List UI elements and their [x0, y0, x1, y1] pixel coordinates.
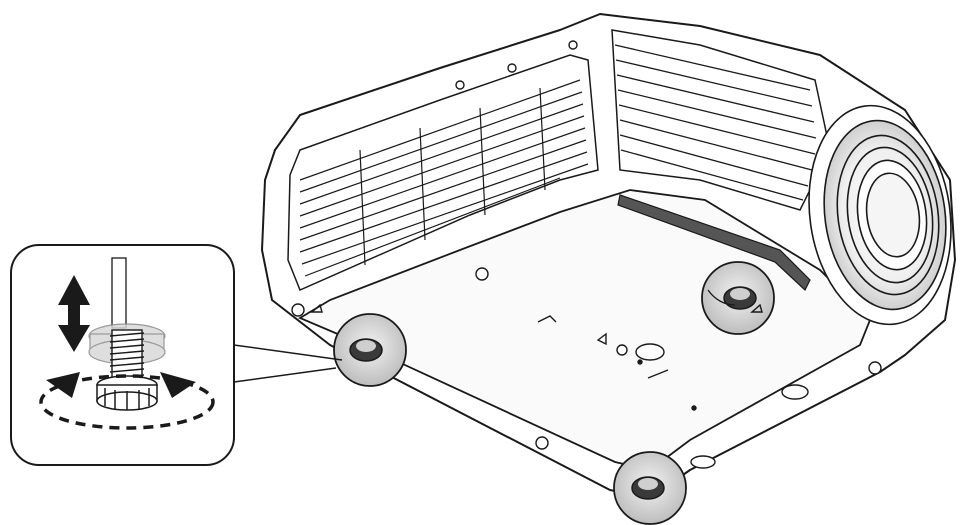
inset-thread	[109, 329, 145, 383]
body-screws	[291, 40, 882, 450]
inset-foot-knob	[96, 375, 158, 411]
foot-rear-right[interactable]	[701, 261, 775, 335]
rotate-arrow-icon	[39, 372, 215, 430]
foot-front-left[interactable]	[333, 313, 407, 387]
plate-features	[537, 315, 809, 469]
callout-lines	[233, 344, 343, 383]
lens-assembly	[808, 104, 952, 326]
double-arrow-icon	[58, 275, 90, 352]
inset-screw-shaft	[111, 257, 127, 329]
lock-icon	[310, 303, 763, 346]
front-vent-slats	[614, 44, 817, 201]
foot-front-right[interactable]	[613, 451, 687, 525]
left-vent-slats	[299, 79, 589, 277]
bottom-vent-grille	[617, 194, 811, 291]
